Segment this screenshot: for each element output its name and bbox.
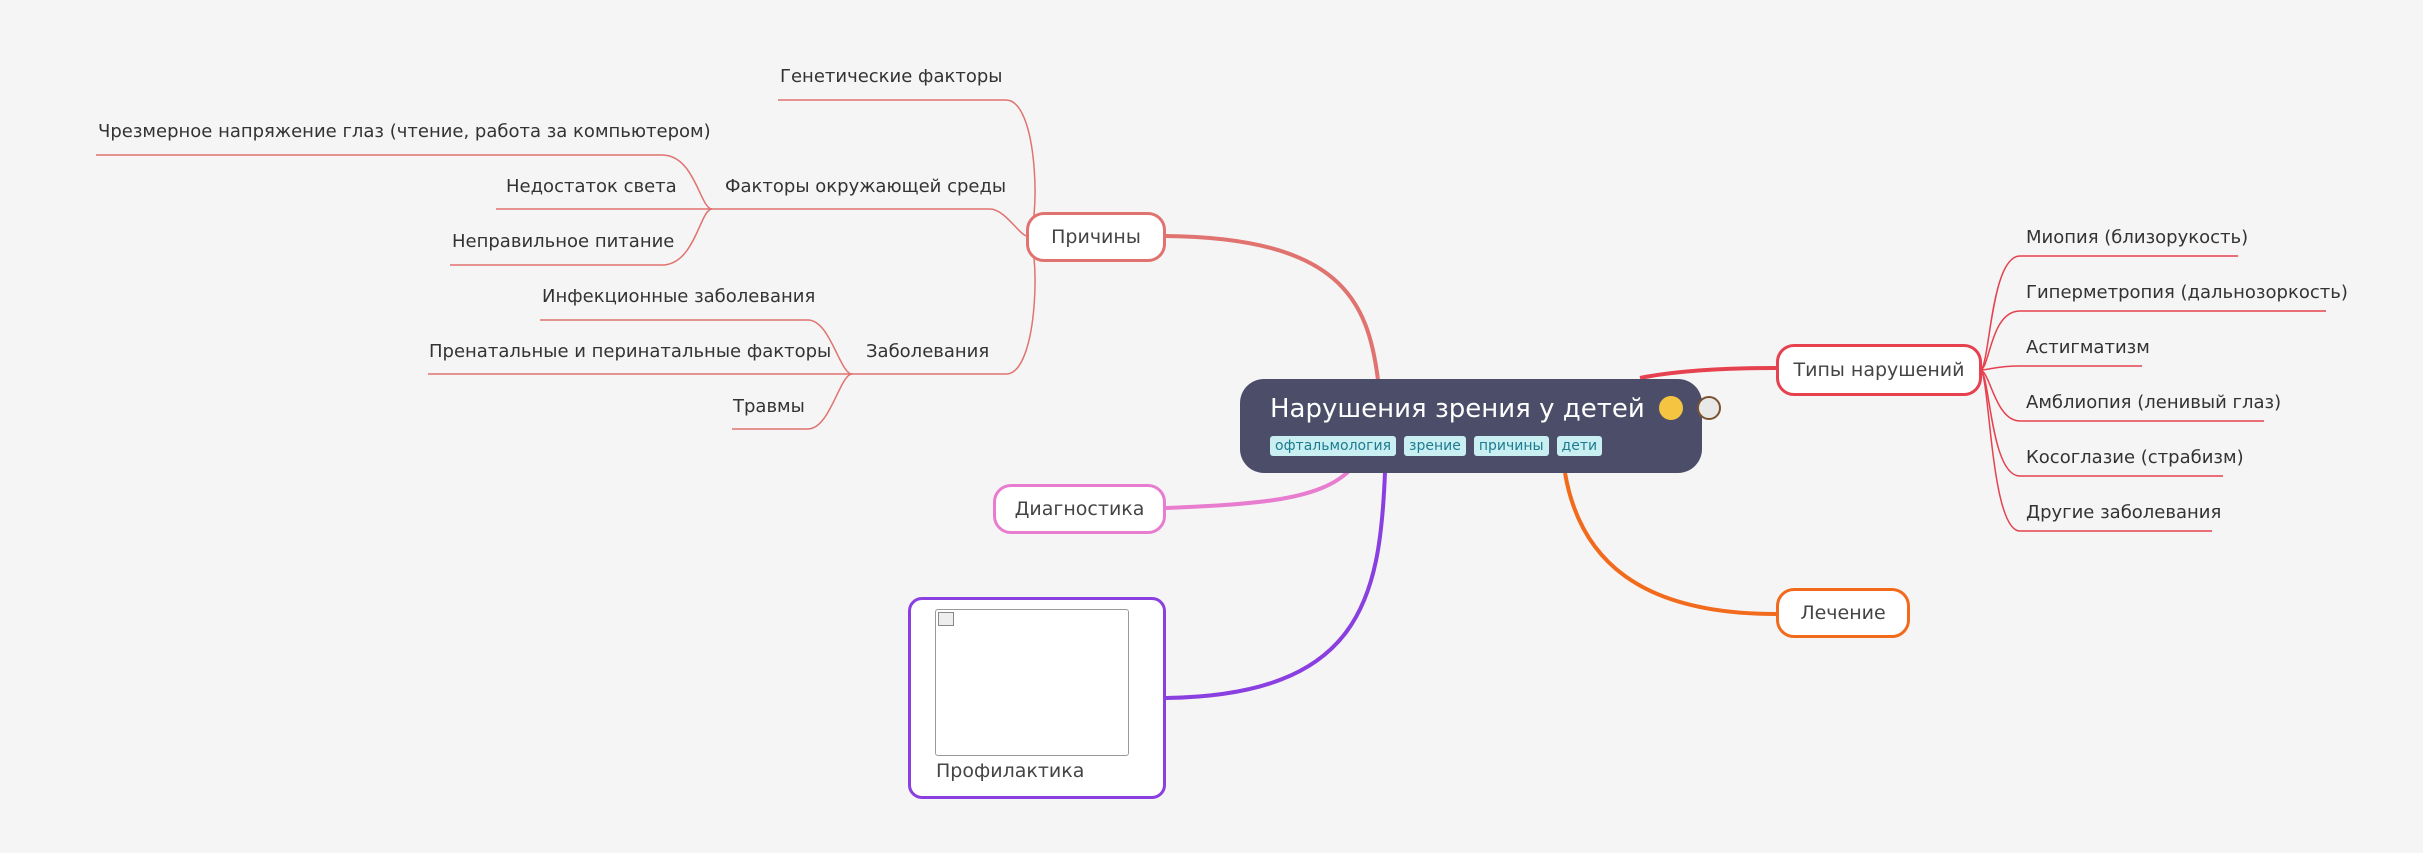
topic-amblyopia[interactable]: Амблиопия (ленивый глаз) [2026, 392, 2282, 413]
tag: офтальмология [1270, 436, 1396, 456]
branch-prevention[interactable]: Профилактика [908, 597, 1166, 799]
branch-causes[interactable]: Причины [1026, 212, 1166, 262]
topic-injuries[interactable]: Травмы [733, 396, 805, 417]
branch-diagnostics[interactable]: Диагностика [993, 484, 1166, 534]
branch-treatment[interactable]: Лечение [1776, 588, 1910, 638]
prevention-image [935, 609, 1129, 756]
eye-icon [1697, 396, 1722, 420]
central-topic-title: Нарушения зрения у детей [1270, 394, 1722, 424]
topic-diseases[interactable]: Заболевания [866, 341, 990, 362]
topic-infectious-diseases[interactable]: Инфекционные заболевания [542, 286, 816, 307]
tag: дети [1556, 436, 1603, 456]
branch-types[interactable]: Типы нарушений [1776, 344, 1982, 396]
topic-myopia[interactable]: Миопия (близорукость) [2026, 227, 2249, 248]
baby-face-icon [1659, 396, 1684, 420]
topic-astigmatism[interactable]: Астигматизм [2026, 337, 2150, 358]
topic-other-diseases[interactable]: Другие заболевания [2026, 502, 2222, 523]
topic-poor-nutrition[interactable]: Неправильное питание [452, 231, 675, 252]
topic-strabismus[interactable]: Косоглазие (страбизм) [2026, 447, 2244, 468]
image-placeholder-icon [938, 612, 954, 626]
tag: причины [1473, 436, 1549, 456]
tag: зрение [1404, 436, 1466, 456]
central-topic[interactable]: Нарушения зрения у детей офтальмология з… [1240, 379, 1722, 473]
branch-diagnostics-label: Диагностика [1014, 498, 1145, 520]
branch-causes-label: Причины [1051, 226, 1141, 248]
branch-prevention-label: Профилактика [936, 760, 1085, 782]
topic-environment-factors[interactable]: Факторы окружающей среды [725, 176, 1007, 197]
branch-types-label: Типы нарушений [1793, 359, 1965, 381]
central-title-text: Нарушения зрения у детей [1270, 394, 1645, 424]
topic-tags: офтальмология зрение причины дети [1270, 436, 1702, 456]
topic-eye-strain[interactable]: Чрезмерное напряжение глаз (чтение, рабо… [98, 121, 711, 142]
topic-genetic-factors[interactable]: Генетические факторы [780, 66, 1003, 87]
topic-lack-of-light[interactable]: Недостаток света [506, 176, 677, 197]
branch-treatment-label: Лечение [1800, 602, 1886, 624]
topic-hyperopia[interactable]: Гиперметропия (дальнозоркость) [2026, 282, 2348, 303]
topic-prenatal-factors[interactable]: Пренатальные и перинатальные факторы [429, 341, 832, 362]
